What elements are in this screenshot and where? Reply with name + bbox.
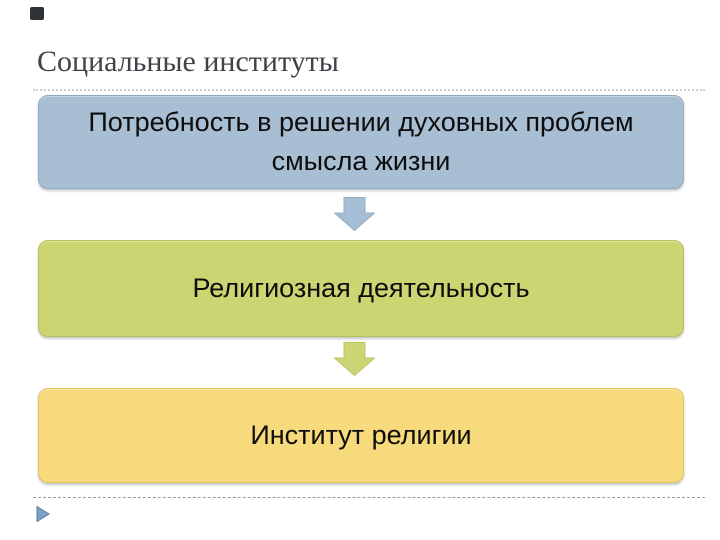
flow-box-need: Потребность в решении духовных проблем с… xyxy=(38,95,684,189)
flow-box-need-text: Потребность в решении духовных проблем с… xyxy=(88,107,634,176)
corner-square-icon xyxy=(30,7,44,20)
footer-separator-line xyxy=(33,497,705,498)
slide-title: Социальные институты xyxy=(37,45,339,78)
down-arrow-icon xyxy=(334,197,375,231)
flow-box-activity: Религиозная деятельность xyxy=(38,240,684,337)
flow-box-activity-text: Религиозная деятельность xyxy=(192,273,530,303)
title-separator-line xyxy=(33,89,705,91)
down-arrow-icon xyxy=(334,342,375,376)
flow-box-institute: Институт религии xyxy=(38,388,684,483)
flow-box-institute-text: Институт религии xyxy=(250,420,472,450)
play-triangle-icon xyxy=(36,506,50,522)
